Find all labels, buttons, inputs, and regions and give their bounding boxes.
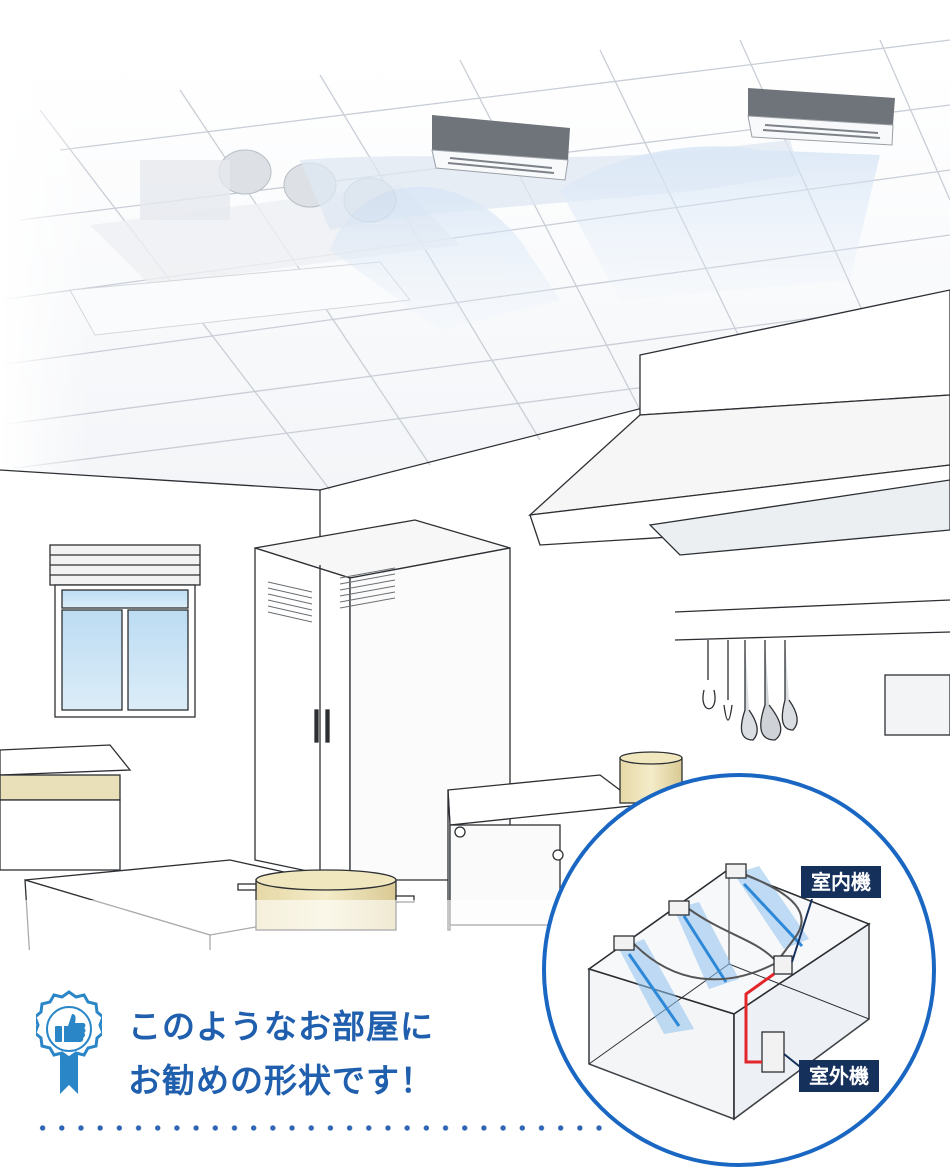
duct-airflow	[300, 140, 880, 330]
counter-left	[0, 744, 132, 871]
indoor-unit-label: 室内機	[801, 866, 881, 898]
ceiling-vent-right	[747, 88, 895, 146]
utensil-rail	[674, 599, 950, 741]
thumbs-up-icon	[36, 990, 102, 1094]
ceiling-vent-left	[431, 115, 570, 181]
recommendation-caption: このようなお部屋に お勧めの形状です！	[128, 1000, 434, 1108]
caption-line-2: お勧めの形状です！	[128, 1061, 434, 1100]
window	[49, 544, 201, 718]
outdoor-unit-label: 室外機	[799, 1060, 879, 1092]
layout-diagram	[542, 773, 936, 1167]
range-hood	[528, 289, 950, 556]
caption-line-1: このようなお部屋に	[128, 1007, 434, 1046]
dotted-divider	[33, 1124, 608, 1132]
room-box-diagram	[587, 863, 871, 1121]
